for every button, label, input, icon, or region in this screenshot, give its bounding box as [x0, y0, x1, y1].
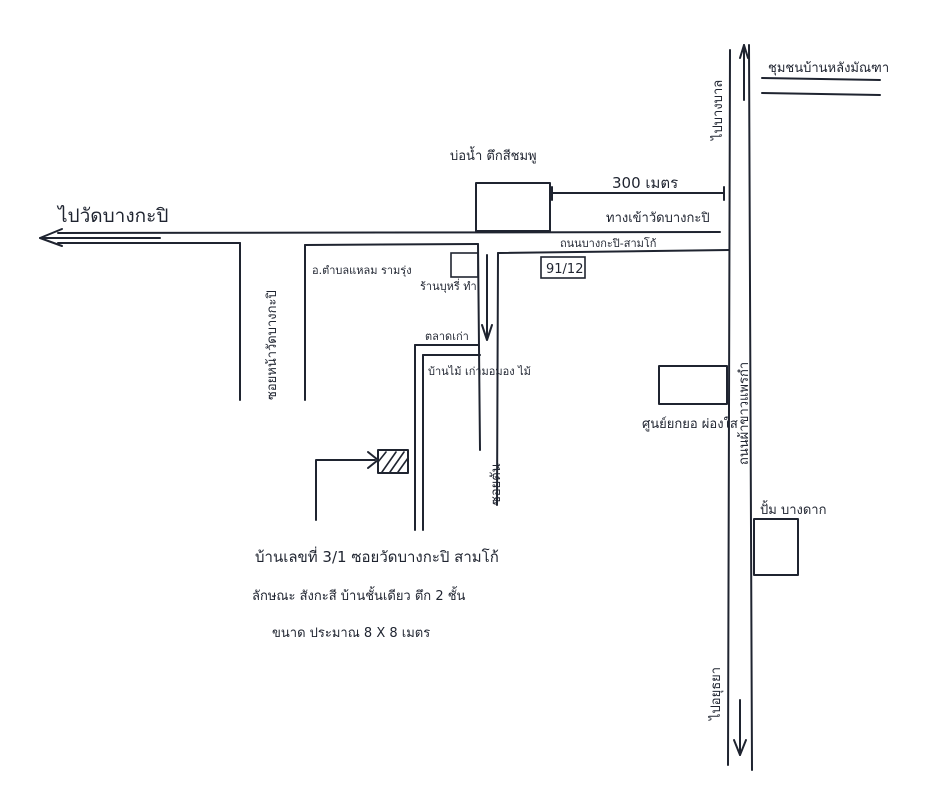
left-lane — [239, 242, 306, 401]
note-line-2: ลักษณะ สังกะสี บ้านชั้นเดียว ตึก 2 ชั้น — [252, 586, 466, 604]
shop-mid-label: ร้านบุหรี่ ทำ — [420, 278, 477, 293]
highway-north-label: ไปบางบาล — [710, 80, 726, 141]
distance-label: 300 เมตร — [612, 174, 678, 192]
note-line-3: ขนาด ประมาณ 8 X 8 เมตร — [272, 626, 430, 641]
destination-house — [315, 449, 409, 521]
main-road — [57, 231, 730, 254]
shop-mid-marker — [450, 252, 479, 278]
pump-label: ปั้ม บางดาก — [760, 500, 826, 518]
west-direction-label: ไปวัดบางกะปิ — [56, 205, 168, 227]
highway-name-label: ถนนผ้าขาวแพรกำ — [737, 362, 752, 465]
school-marker — [761, 77, 881, 96]
branch-lane — [414, 344, 481, 531]
well-label: บ่อน้ำ ตึกสีชมพู — [450, 146, 537, 164]
pump-building — [753, 518, 799, 576]
fence-label: ตลาดเก่า — [425, 330, 469, 343]
middle-lane — [477, 243, 499, 506]
highway-south-label: ไปอยุธยา — [708, 667, 724, 721]
school-label: ชุมชนบ้านหลังมัณฑา — [768, 61, 889, 76]
health-center-label: ศูนย์ยกยอ ผ่องใส — [642, 416, 738, 432]
shop-left-label: อ.ตำบลแหลม รามรุ่ง — [312, 264, 412, 277]
middle-lane-label: ซอยตัน — [489, 463, 504, 505]
left-lane-label: ซอยหน้าวัดบางกะปิ — [265, 290, 280, 400]
house-number-sign — [540, 256, 586, 279]
health-center-building — [658, 365, 728, 405]
note-line-1: บ้านเลขที่ 3/1 ซอยวัดบางกะปิ สามโก้ — [255, 546, 499, 566]
west-direction-arrow — [39, 228, 161, 247]
temple-gate-label: ทางเข้าวัดบางกะปิ — [606, 211, 710, 226]
highway — [727, 44, 753, 771]
house-number-sign-label: 91/12 — [546, 262, 583, 277]
distance-marker — [551, 186, 725, 201]
well-building — [475, 182, 551, 232]
main-road-label: ถนนบางกะปิ-สามโก้ — [560, 236, 656, 250]
house-green-label: บ้านไม้ เก่ามอมอง ไม้ — [428, 365, 531, 378]
